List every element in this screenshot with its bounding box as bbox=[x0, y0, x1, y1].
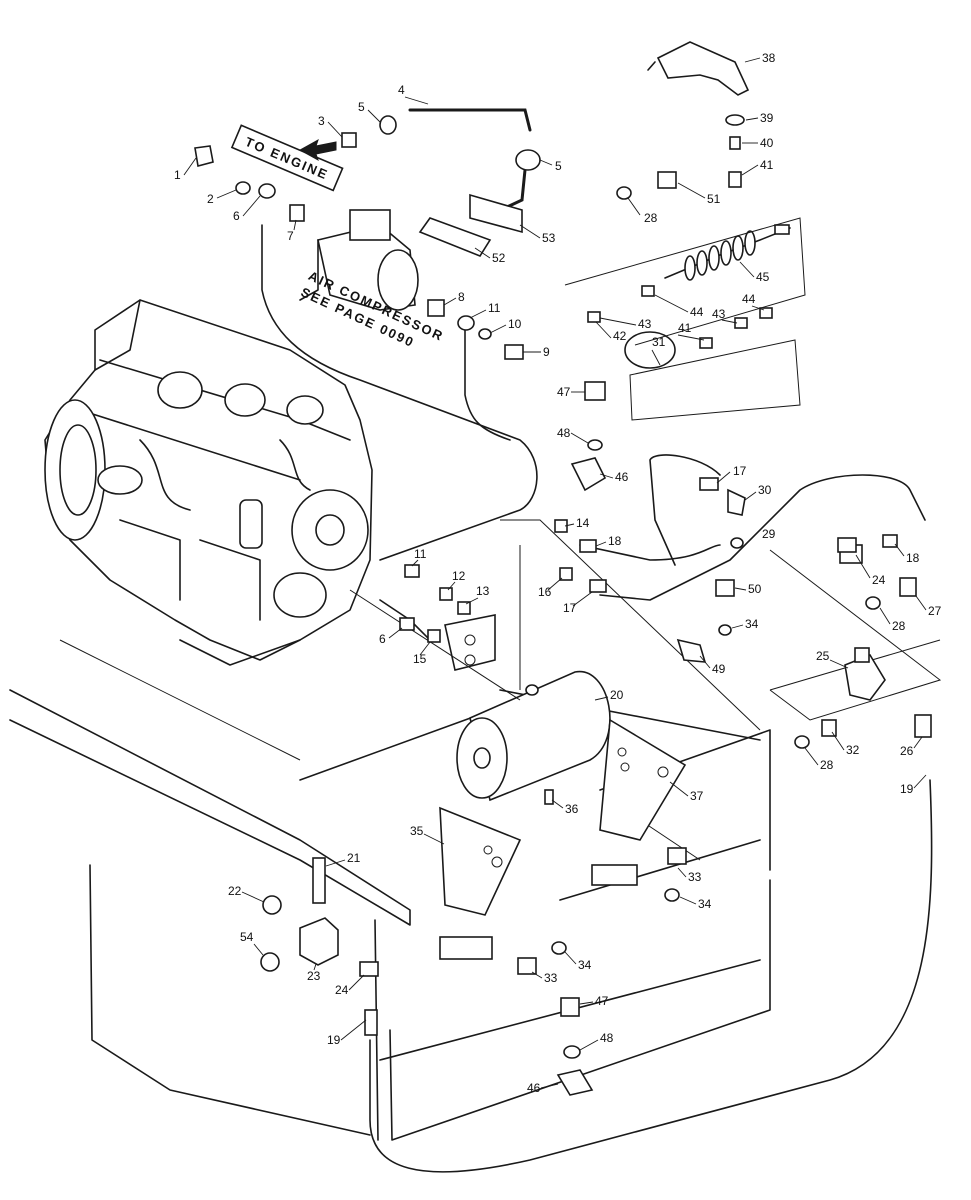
callout: 5 bbox=[555, 159, 562, 173]
callout: 50 bbox=[748, 582, 762, 596]
callout: 6 bbox=[233, 209, 240, 223]
callout: 47 bbox=[557, 385, 571, 399]
callouts: 1 2 3 4 5 5 6 7 8 9 10 11 52 53 28 51 38… bbox=[174, 51, 942, 1095]
callout: 5 bbox=[358, 100, 365, 114]
callout: 9 bbox=[543, 345, 550, 359]
blow-gun bbox=[647, 41, 750, 188]
block-fitting bbox=[260, 857, 379, 1036]
callout: 49 bbox=[712, 662, 726, 676]
callout: 24 bbox=[872, 573, 886, 587]
callout: 28 bbox=[644, 211, 658, 225]
callout: 31 bbox=[652, 335, 666, 349]
callout: 53 bbox=[542, 231, 556, 245]
callout: 45 bbox=[756, 270, 770, 284]
callout: 33 bbox=[544, 971, 558, 985]
callout: 18 bbox=[608, 534, 622, 548]
callout: 2 bbox=[207, 192, 214, 206]
callout: 47 bbox=[595, 994, 609, 1008]
callout: 35 bbox=[410, 824, 424, 838]
air-compressor bbox=[299, 209, 419, 311]
callout: 1 bbox=[174, 168, 181, 182]
callout: 48 bbox=[600, 1031, 614, 1045]
callout: 46 bbox=[615, 470, 629, 484]
callout: 25 bbox=[816, 649, 830, 663]
callout: 27 bbox=[928, 604, 942, 618]
callout: 37 bbox=[690, 789, 704, 803]
callout: 39 bbox=[760, 111, 774, 125]
callout: 41 bbox=[760, 158, 774, 172]
callout: 22 bbox=[228, 884, 242, 898]
callout: 17 bbox=[563, 601, 577, 615]
callout: 21 bbox=[347, 851, 361, 865]
callout: 23 bbox=[307, 969, 321, 983]
callout: 7 bbox=[287, 229, 294, 243]
engine-block bbox=[44, 299, 373, 666]
small-hardware bbox=[194, 115, 917, 1096]
callout: 10 bbox=[508, 317, 522, 331]
callout: 40 bbox=[760, 136, 774, 150]
callout: 51 bbox=[707, 192, 721, 206]
callout: 28 bbox=[892, 619, 906, 633]
callout: 8 bbox=[458, 290, 465, 304]
callout: 41 bbox=[678, 321, 692, 335]
callout: 6 bbox=[379, 632, 386, 646]
callout: 3 bbox=[318, 114, 325, 128]
to-engine-banner: TO ENGINE bbox=[230, 124, 344, 192]
callout: 30 bbox=[758, 483, 772, 497]
callout: 33 bbox=[688, 870, 702, 884]
valve-assembly bbox=[769, 544, 942, 738]
callout: 36 bbox=[565, 802, 579, 816]
callout: 24 bbox=[335, 983, 349, 997]
callout: 42 bbox=[613, 329, 627, 343]
coil-hose bbox=[564, 217, 806, 421]
callout: 44 bbox=[742, 292, 756, 306]
callout: 12 bbox=[452, 569, 466, 583]
callout: 4 bbox=[398, 83, 405, 97]
callout: 26 bbox=[900, 744, 914, 758]
callout: 13 bbox=[476, 584, 490, 598]
callout: 15 bbox=[413, 652, 427, 666]
callout: 34 bbox=[745, 617, 759, 631]
callout: 44 bbox=[690, 305, 704, 319]
callout: 19 bbox=[900, 782, 914, 796]
callout: 34 bbox=[698, 897, 712, 911]
callout: 38 bbox=[762, 51, 776, 65]
callout: 19 bbox=[327, 1033, 341, 1047]
callout: 34 bbox=[578, 958, 592, 972]
bracket-37 bbox=[591, 718, 687, 886]
callout: 11 bbox=[414, 547, 427, 561]
callout: 18 bbox=[906, 551, 920, 565]
callout: 32 bbox=[846, 743, 860, 757]
callout: 28 bbox=[820, 758, 834, 772]
callout: 16 bbox=[538, 585, 552, 599]
callout: 17 bbox=[733, 464, 747, 478]
callout: 46 bbox=[527, 1081, 541, 1095]
callout: 54 bbox=[240, 930, 254, 944]
callout: 43 bbox=[638, 317, 652, 331]
engine-arrow-icon bbox=[298, 138, 337, 162]
bracket-15 bbox=[444, 614, 496, 671]
callout: 52 bbox=[492, 251, 506, 265]
callout: 20 bbox=[610, 688, 624, 702]
callout: 48 bbox=[557, 426, 571, 440]
air-tank bbox=[456, 670, 611, 802]
callout: 43 bbox=[712, 307, 726, 321]
bracket-35 bbox=[439, 806, 522, 960]
callout: 29 bbox=[762, 527, 776, 541]
callout: 11 bbox=[488, 301, 501, 315]
callout: 14 bbox=[576, 516, 590, 530]
